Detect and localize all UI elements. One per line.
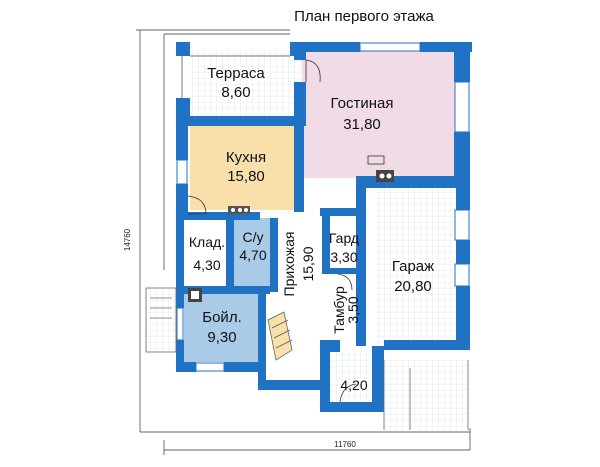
hall-name: Прихожая <box>281 232 297 297</box>
terrace-railing <box>181 55 290 98</box>
driveway-lines <box>383 360 469 430</box>
pantry-area: 4,30 <box>193 257 220 273</box>
boiler-icon <box>188 288 202 302</box>
bathroom-area: 4,70 <box>239 247 266 263</box>
width-dimension: 11760 <box>334 440 356 449</box>
dimension-lines <box>136 29 471 455</box>
pantry-name: Клад. <box>189 234 225 250</box>
hall-area: 15,90 <box>300 246 316 281</box>
side-steps <box>146 288 176 352</box>
garage-area: 20,80 <box>394 278 432 295</box>
terrace-floor <box>190 50 302 116</box>
walls <box>176 42 472 412</box>
bathroom-name: С/у <box>243 229 264 245</box>
pantry-floor <box>184 218 228 286</box>
plan-title: План первого этажа <box>294 8 434 25</box>
vestibule-area: 3,50 <box>345 296 361 323</box>
terrace-name: Терраса <box>207 65 265 82</box>
windows <box>176 42 470 372</box>
exterior-steps <box>145 287 177 353</box>
kitchen-name: Кухня <box>226 149 266 166</box>
wardrobe-area: 3,30 <box>330 249 357 265</box>
doors <box>187 59 357 403</box>
height-dimension: 14760 <box>123 228 132 251</box>
kitchen-area: 15,80 <box>227 168 265 185</box>
porch-area: 4,20 <box>340 377 367 393</box>
porch-floor <box>330 352 378 402</box>
boiler-area: 9,30 <box>207 329 236 346</box>
boiler-floor <box>184 292 264 362</box>
staircase <box>267 311 293 361</box>
kitchen-floor <box>190 124 302 210</box>
wardrobe-name: Гард <box>329 230 359 246</box>
driveway-floor <box>384 360 468 430</box>
fireplace-icon <box>367 155 394 182</box>
living-area: 31,80 <box>343 116 381 133</box>
terrace-area: 8,60 <box>221 84 250 101</box>
boiler-name: Бойл. <box>202 309 242 326</box>
vestibule-name: Тамбур <box>331 286 347 334</box>
stove-icon <box>228 206 250 214</box>
living-name: Гостиная <box>331 95 394 112</box>
garage-name: Гараж <box>392 258 434 275</box>
garage-floor <box>376 188 456 348</box>
living-floor <box>302 50 462 178</box>
bathroom-floor <box>232 218 274 286</box>
